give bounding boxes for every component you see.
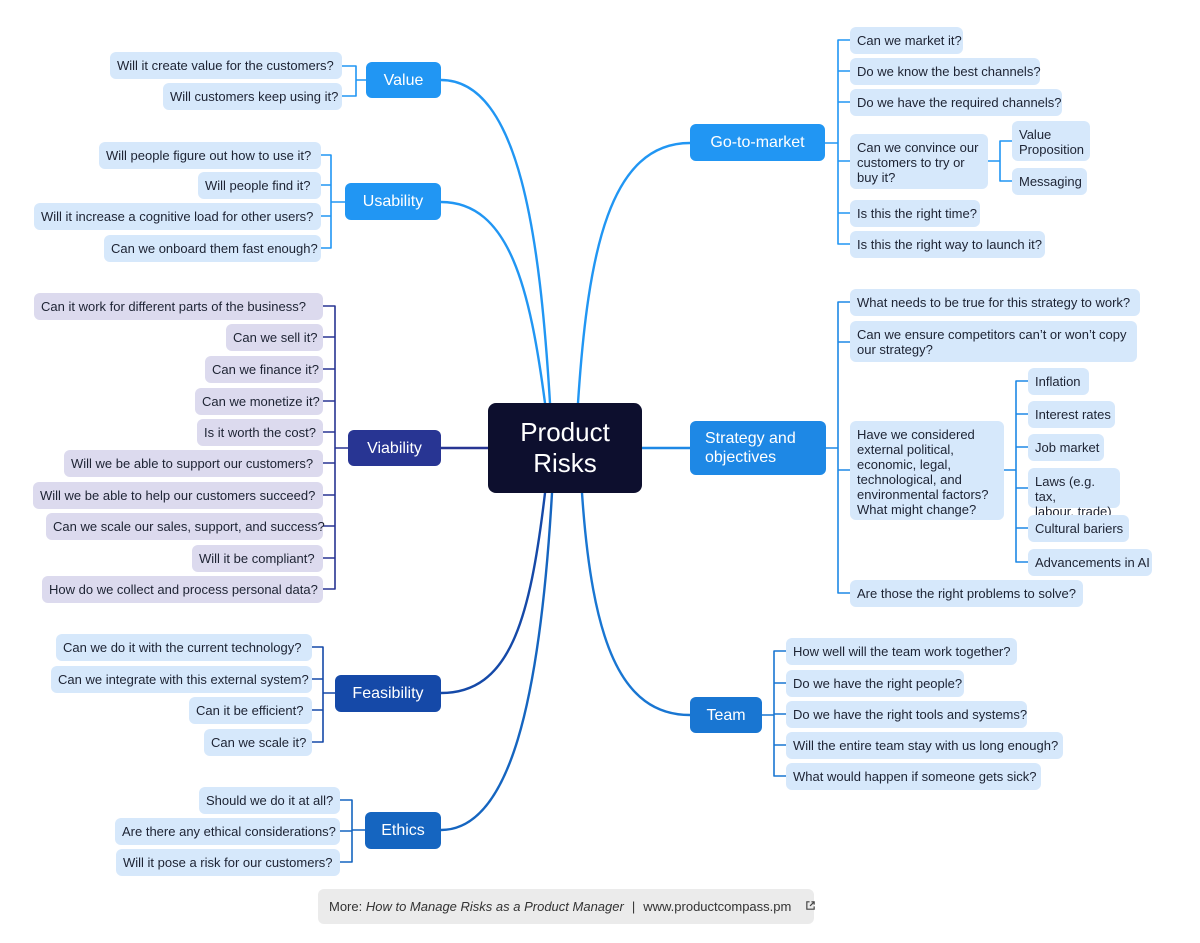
leaf-feasibility-1[interactable]: Can we do it with the current technology… xyxy=(56,634,312,661)
central-topic-product-risks[interactable]: Product Risks xyxy=(488,403,642,493)
leaf-viability-9[interactable]: Will it be compliant? xyxy=(192,545,323,572)
leaf-strategy-4[interactable]: Are those the right problems to solve? xyxy=(850,580,1083,607)
footer-link-bar[interactable]: More: How to Manage Risks as a Product M… xyxy=(318,889,816,924)
branch-feasibility[interactable]: Feasibility xyxy=(335,675,441,712)
leaf-viability-1[interactable]: Can it work for different parts of the b… xyxy=(34,293,323,320)
leaf-viability-5[interactable]: Is it worth the cost? xyxy=(197,419,323,446)
branch-ethics[interactable]: Ethics xyxy=(365,812,441,849)
leaf-feasibility-2[interactable]: Can we integrate with this external syst… xyxy=(51,666,312,693)
leaf-team-2[interactable]: Do we have the right people? xyxy=(786,670,964,697)
leaf-ethics-3[interactable]: Will it pose a risk for our customers? xyxy=(116,849,340,876)
leaf-team-4[interactable]: Will the entire team stay with us long e… xyxy=(786,732,1063,759)
leaf-gtm-1[interactable]: Can we market it? xyxy=(850,27,963,54)
leaf-strategy-sub-inflation[interactable]: Inflation xyxy=(1028,368,1089,395)
leaf-team-1[interactable]: How well will the team work together? xyxy=(786,638,1017,665)
leaf-viability-3[interactable]: Can we finance it? xyxy=(205,356,323,383)
leaf-gtm-sub-value-proposition[interactable]: Value Proposition xyxy=(1012,121,1090,161)
branch-team[interactable]: Team xyxy=(690,697,762,733)
leaf-strategy-sub-advancements-in-ai[interactable]: Advancements in AI xyxy=(1028,549,1152,576)
leaf-gtm-sub-messaging[interactable]: Messaging xyxy=(1012,168,1087,195)
leaf-ethics-1[interactable]: Should we do it at all? xyxy=(199,787,340,814)
leaf-gtm-5[interactable]: Is this the right time? xyxy=(850,200,980,227)
footer-separator: | xyxy=(631,899,636,914)
leaf-viability-8[interactable]: Can we scale our sales, support, and suc… xyxy=(46,513,325,540)
branch-usability[interactable]: Usability xyxy=(345,183,441,220)
leaf-strategy-sub-laws[interactable]: Laws (e.g. tax, labour, trade) xyxy=(1028,468,1120,519)
leaf-strategy-sub-interest-rates[interactable]: Interest rates xyxy=(1028,401,1115,428)
footer-url[interactable]: www.productcompass.pm xyxy=(643,899,792,914)
leaf-gtm-4[interactable]: Can we convince our customers to try or … xyxy=(850,134,988,189)
leaf-strategy-2[interactable]: Can we ensure competitors can’t or won’t… xyxy=(850,321,1137,362)
leaf-viability-6[interactable]: Will we be able to support our customers… xyxy=(64,450,323,477)
leaf-strategy-3[interactable]: Have we considered external political, e… xyxy=(850,421,1004,520)
leaf-value-2[interactable]: Will customers keep using it? xyxy=(163,83,342,110)
leaf-usability-2[interactable]: Will people find it? xyxy=(198,172,321,199)
branch-go-to-market[interactable]: Go-to-market xyxy=(690,124,825,161)
branch-strategy-and-objectives[interactable]: Strategy and objectives xyxy=(690,421,826,475)
leaf-feasibility-4[interactable]: Can we scale it? xyxy=(204,729,312,756)
leaf-value-1[interactable]: Will it create value for the customers? xyxy=(110,52,342,79)
leaf-team-5[interactable]: What would happen if someone gets sick? xyxy=(786,763,1041,790)
branch-value[interactable]: Value xyxy=(366,62,441,98)
external-link-icon[interactable] xyxy=(805,900,816,914)
leaf-feasibility-3[interactable]: Can it be efficient? xyxy=(189,697,312,724)
leaf-viability-4[interactable]: Can we monetize it? xyxy=(195,388,323,415)
leaf-strategy-sub-cultural-bariers[interactable]: Cultural bariers xyxy=(1028,515,1129,542)
leaf-gtm-3[interactable]: Do we have the required channels? xyxy=(850,89,1062,116)
footer-article-title[interactable]: How to Manage Risks as a Product Manager xyxy=(365,899,624,914)
leaf-usability-3[interactable]: Will it increase a cognitive load for ot… xyxy=(34,203,321,230)
leaf-viability-7[interactable]: Will we be able to help our customers su… xyxy=(33,482,323,509)
leaf-team-3[interactable]: Do we have the right tools and systems? xyxy=(786,701,1027,728)
leaf-strategy-sub-job-market[interactable]: Job market xyxy=(1028,434,1104,461)
leaf-viability-10[interactable]: How do we collect and process personal d… xyxy=(42,576,323,603)
leaf-usability-1[interactable]: Will people figure out how to use it? xyxy=(99,142,321,169)
leaf-strategy-1[interactable]: What needs to be true for this strategy … xyxy=(850,289,1140,316)
leaf-gtm-6[interactable]: Is this the right way to launch it? xyxy=(850,231,1045,258)
leaf-usability-4[interactable]: Can we onboard them fast enough? xyxy=(104,235,321,262)
leaf-gtm-2[interactable]: Do we know the best channels? xyxy=(850,58,1041,85)
footer-prefix: More: xyxy=(329,899,363,914)
branch-viability[interactable]: Viability xyxy=(348,430,441,466)
leaf-viability-2[interactable]: Can we sell it? xyxy=(226,324,323,351)
leaf-ethics-2[interactable]: Are there any ethical considerations? xyxy=(115,818,340,845)
